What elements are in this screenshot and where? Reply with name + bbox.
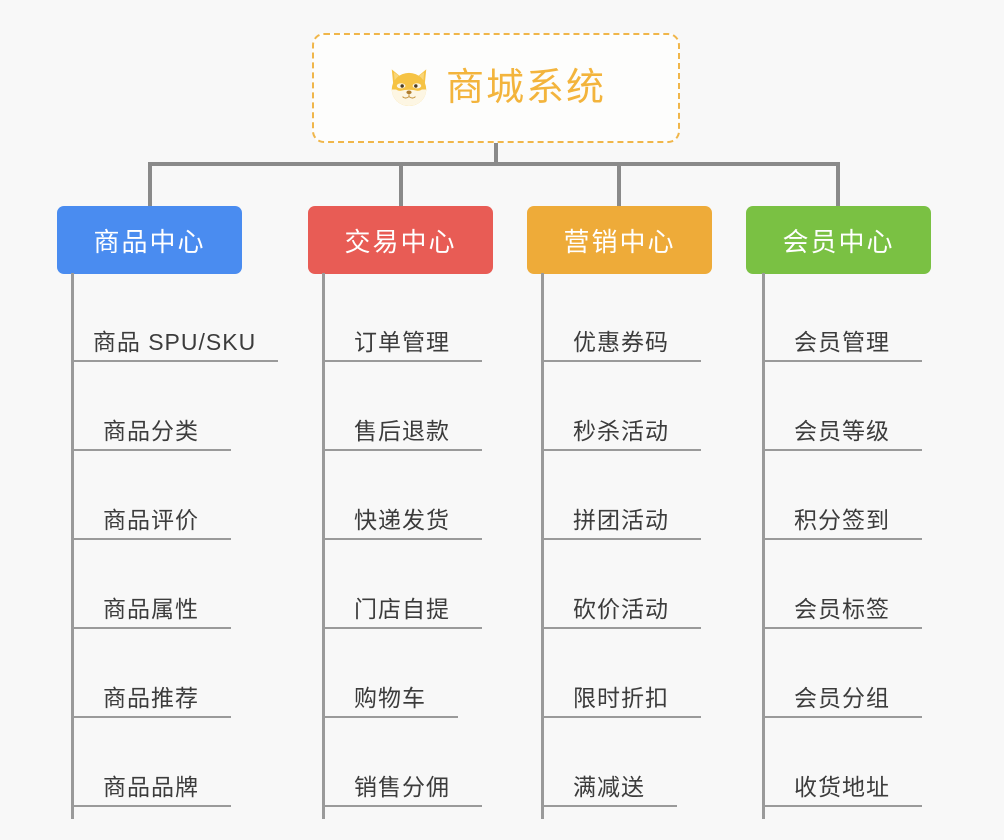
leaf-underline [71,360,278,362]
category-box-2-label: 交易中心 [344,226,457,257]
leaf-item-label: 积分签到 [794,507,890,533]
leaf-item[interactable]: 购物车 [322,629,458,718]
leaf-item-label: 秒杀活动 [573,418,669,444]
leaf-underline [322,716,458,718]
leaf-underline [322,538,482,540]
connector-drop-4 [836,162,840,206]
leaf-item-label: 商品属性 [103,596,199,622]
leaf-item[interactable]: 会员标签 [762,540,922,629]
leaf-spine-2 [322,273,325,819]
leaf-underline [541,360,701,362]
leaf-underline [322,360,482,362]
leaf-item[interactable]: 限时折扣 [541,629,701,718]
leaf-underline [71,538,231,540]
leaf-item-label: 门店自提 [354,596,450,622]
root-node[interactable]: 商城系统 [312,33,680,143]
leaf-underline [71,805,231,807]
leaf-underline [322,627,482,629]
leaf-item[interactable]: 商品属性 [71,540,231,629]
leaf-underline [322,805,482,807]
shiba-inu-dog-face-icon [391,69,427,106]
leaf-underline [541,449,701,451]
leaf-underline [541,627,701,629]
leaf-item[interactable]: 秒杀活动 [541,362,701,451]
leaf-item-label: 销售分佣 [354,774,450,800]
leaf-item[interactable]: 门店自提 [322,540,482,629]
leaf-underline [762,538,922,540]
connector-drop-3 [617,162,621,206]
leaf-item[interactable]: 订单管理 [322,273,482,362]
leaf-item-label: 收货地址 [794,774,890,800]
leaf-spine-4 [762,273,765,819]
leaf-item[interactable]: 会员等级 [762,362,922,451]
leaf-item[interactable]: 销售分佣 [322,718,482,807]
category-box-4[interactable]: 会员中心 [746,206,931,274]
connector-root-stem [494,143,498,164]
leaf-underline [541,538,701,540]
leaf-item-label: 满减送 [573,774,645,800]
leaf-item-label: 优惠券码 [573,329,669,355]
leaf-item[interactable]: 商品品牌 [71,718,231,807]
category-box-1-label: 商品中心 [93,226,206,257]
leaf-underline [322,449,482,451]
leaf-item[interactable]: 满减送 [541,718,677,807]
leaf-item[interactable]: 商品 SPU/SKU [71,273,278,362]
leaf-item[interactable]: 积分签到 [762,451,922,540]
leaf-item[interactable]: 商品评价 [71,451,231,540]
leaf-item[interactable]: 快递发货 [322,451,482,540]
leaf-item-label: 商品 SPU/SKU [92,329,257,355]
category-box-1[interactable]: 商品中心 [57,206,242,274]
root-node-content: 商城系统 [386,65,606,111]
leaf-spine-3 [541,273,544,819]
connector-drop-2 [399,162,403,206]
connector-horizontal-bus [150,162,840,166]
leaf-underline [71,716,231,718]
category-box-4-label: 会员中心 [782,226,895,257]
leaf-item[interactable]: 商品推荐 [71,629,231,718]
leaf-item-label: 会员标签 [794,596,890,622]
leaf-underline [762,449,922,451]
leaf-item-label: 快递发货 [354,507,450,533]
leaf-item[interactable]: 砍价活动 [541,540,701,629]
leaf-item-label: 拼团活动 [573,507,669,533]
leaf-underline [71,449,231,451]
leaf-underline [762,627,922,629]
leaf-item[interactable]: 会员管理 [762,273,922,362]
leaf-item[interactable]: 会员分组 [762,629,922,718]
leaf-underline [71,627,231,629]
leaf-item-label: 会员管理 [794,329,890,355]
root-title: 商城系统 [445,67,606,109]
connector-drop-1 [148,162,152,206]
leaf-item[interactable]: 优惠券码 [541,273,701,362]
leaf-item[interactable]: 售后退款 [322,362,482,451]
category-box-2[interactable]: 交易中心 [308,206,493,274]
leaf-item-label: 商品推荐 [103,685,199,711]
leaf-underline [762,805,922,807]
leaf-item[interactable]: 商品分类 [71,362,231,451]
leaf-item-label: 限时折扣 [573,685,669,711]
leaf-underline [541,716,701,718]
leaf-item-label: 会员分组 [794,685,890,711]
leaf-item[interactable]: 收货地址 [762,718,922,807]
leaf-item-label: 购物车 [354,685,426,711]
leaf-item-label: 售后退款 [354,418,450,444]
leaf-item-label: 会员等级 [794,418,890,444]
leaf-underline [762,360,922,362]
leaf-item-label: 砍价活动 [573,596,669,622]
category-box-3[interactable]: 营销中心 [527,206,712,274]
leaf-item-label: 商品评价 [103,507,199,533]
category-box-3-label: 营销中心 [563,226,676,257]
leaf-spine-1 [71,273,74,819]
leaf-item-label: 商品分类 [103,418,199,444]
leaf-underline [541,805,677,807]
leaf-item-label: 订单管理 [354,329,450,355]
leaf-underline [762,716,922,718]
leaf-item[interactable]: 拼团活动 [541,451,701,540]
leaf-item-label: 商品品牌 [103,774,199,800]
